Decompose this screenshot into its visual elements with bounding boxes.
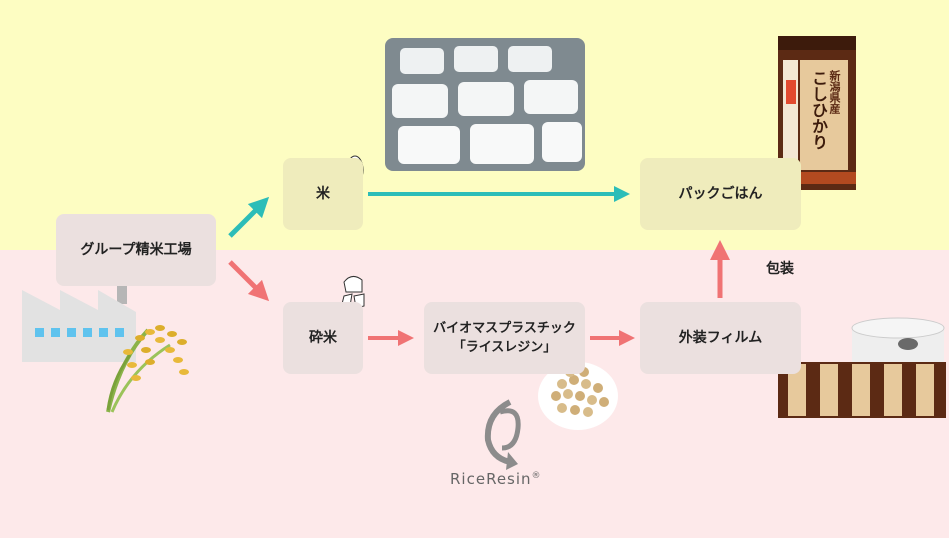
package-variety-text: こしひかり bbox=[809, 70, 828, 150]
rice-resin-logo-mark bbox=[484, 399, 521, 470]
rice-plant-illustration bbox=[106, 325, 189, 413]
node-packaging-film-label: 外装フィルム bbox=[678, 329, 763, 346]
node-broken-rice: 砕米 bbox=[283, 302, 363, 374]
edge-label-packaging: 包装 bbox=[766, 261, 794, 277]
koshihikari-package-illustration bbox=[778, 36, 856, 190]
rice-resin-logo-word: RiceResin bbox=[450, 470, 532, 488]
node-packed-rice-label: パックごはん bbox=[678, 185, 763, 202]
node-rice: 米 bbox=[283, 158, 363, 230]
node-group-rice-mill: グループ精米工場 bbox=[56, 214, 216, 286]
node-bioplastic-label-line1: バイオマスプラスチック bbox=[433, 320, 576, 336]
node-broken-rice-label: 砕米 bbox=[309, 329, 337, 346]
node-packaging-film: 外装フィルム bbox=[640, 302, 801, 374]
node-group-rice-mill-label: グループ精米工場 bbox=[80, 241, 192, 258]
factory-illustration bbox=[22, 278, 136, 362]
rice-resin-logo-text: RiceResin® bbox=[450, 470, 542, 488]
arrow-factory-to-broken-rice bbox=[228, 260, 270, 302]
registered-mark: ® bbox=[531, 471, 542, 481]
node-bioplastic-label-line2: 「ライスレジン」 bbox=[452, 340, 557, 355]
node-packed-rice: パックごはん bbox=[640, 158, 801, 230]
rice-pack-tray-illustration bbox=[385, 38, 585, 171]
node-rice-label: 米 bbox=[316, 185, 330, 202]
film-roll-illustration bbox=[778, 317, 946, 418]
node-bioplastic-rice-resin: バイオマスプラスチック 「ライスレジン」 bbox=[424, 302, 585, 374]
rice-resin-pellets-illustration bbox=[538, 362, 618, 430]
package-prefecture-text: 新潟県産 bbox=[828, 70, 841, 114]
arrow-factory-to-rice bbox=[228, 196, 270, 238]
